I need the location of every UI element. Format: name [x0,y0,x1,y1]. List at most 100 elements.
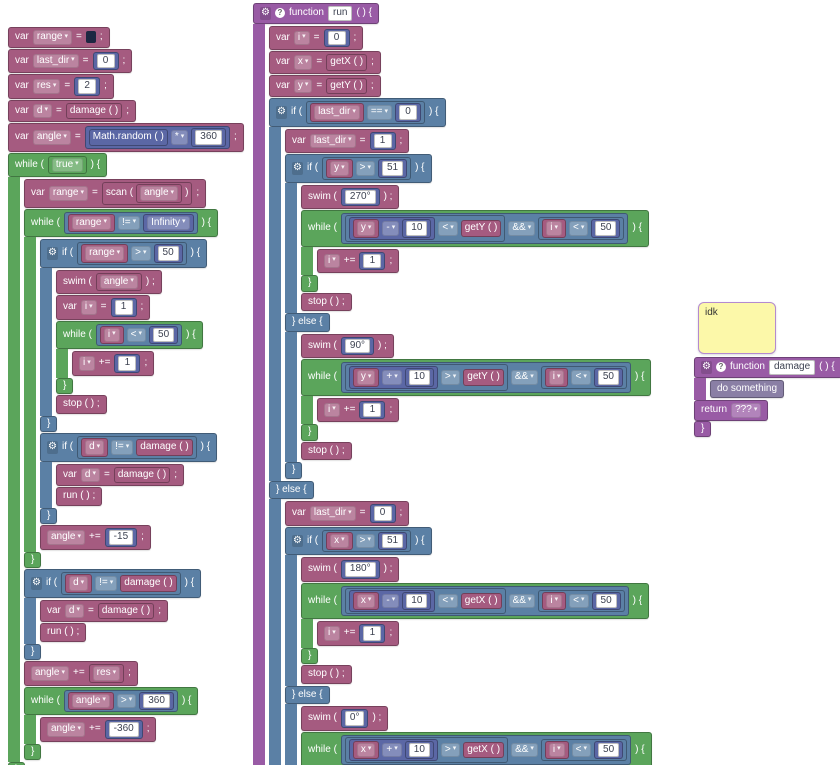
block-header[interactable]: ⚙if (d▾!=▾damage ( )) { [40,433,218,462]
number-field[interactable]: 1 [118,356,137,371]
number-field[interactable]: 10 [406,221,428,236]
block-header[interactable]: i▾+=1; [317,397,400,422]
call-block[interactable]: stop ( ) ; [301,292,352,311]
value-chip[interactable]: y▾ [326,159,353,178]
value-chip[interactable]: 0° [340,709,369,728]
value-chip[interactable]: y▾-▾10<▾getY ( ) [344,215,506,242]
gear-icon[interactable]: ⚙ [292,534,303,547]
block-header[interactable]: while (i▾<▾50) { [56,320,203,349]
value-chip[interactable]: y▾+▾10>▾getY ( )&&▾i▾<▾50 [340,362,631,393]
number-field[interactable]: 0 [399,105,418,120]
dropdown-field[interactable]: <▾ [571,370,591,385]
dropdown-field[interactable]: i▾ [324,402,340,417]
value-chip[interactable]: damage ( ) [120,575,177,592]
dropdown-field[interactable]: >▾ [440,742,461,757]
block-header[interactable]: swim (90°) ; [301,333,394,358]
value-chip[interactable]: 360 [191,128,226,147]
number-field[interactable]: 1 [363,402,382,417]
block-header[interactable]: do something [710,379,785,398]
value-chip[interactable]: last_dir▾==▾0 [306,101,426,124]
value-chip[interactable]: i▾ [544,368,569,387]
value-chip[interactable]: angle▾ [67,691,114,710]
value-chip[interactable]: x▾ [326,531,353,550]
number-field[interactable]: 1 [373,133,392,148]
dropdown-field[interactable]: i▾ [80,300,97,315]
loop-block[interactable]: while (x▾-▾10<▾getX ( )&&▾i▾<▾50) {i▾+=1… [301,582,650,664]
loop-block[interactable]: while (y▾-▾10<▾getY ( )&&▾i▾<▾50) {i▾+=1… [301,210,649,292]
value-chip[interactable]: d▾ [65,574,93,593]
value-chip[interactable]: 360 [139,691,174,710]
block-else-row[interactable]: } else { [285,313,330,332]
dropdown-field[interactable]: y▾ [356,221,376,236]
value-chip[interactable]: 1 [359,400,386,419]
value-chip[interactable]: 50 [591,591,621,610]
block-header[interactable]: run ( ) ; [56,487,103,506]
number-field[interactable]: 2 [78,79,97,94]
number-field[interactable]: 50 [595,593,617,608]
call-block[interactable]: run ( ) ; [56,487,103,506]
dropdown-field[interactable]: res▾ [32,79,61,94]
dropdown-field[interactable]: Infinity▾ [147,215,190,230]
help-icon[interactable]: ? [715,362,726,373]
block-foot[interactable]: } [301,424,319,441]
block-header[interactable]: i▾+=1; [317,248,400,273]
dropdown-field[interactable]: i▾ [324,253,340,268]
dropdown-field[interactable]: last_dir▾ [32,53,79,68]
dropdown-field[interactable]: y▾ [356,370,376,385]
number-field[interactable]: 10 [408,742,430,757]
block-header[interactable]: angle▾+=-15; [40,525,151,550]
value-chip[interactable]: i▾<▾50 [95,323,183,346]
dropdown-field[interactable]: angle▾ [47,530,85,545]
block-header[interactable]: run ( ) ; [40,623,87,642]
value-chip[interactable]: d▾!=▾damage ( ) [61,572,181,595]
block-foot[interactable]: } [24,743,42,760]
number-field[interactable]: 10 [408,370,430,385]
dropdown-field[interactable]: x▾ [356,593,376,608]
dropdown-field[interactable]: ???▾ [731,403,762,418]
dropdown-field[interactable]: &&▾ [508,221,536,236]
value-chip[interactable]: Math.random ( )*▾360 [84,126,230,149]
value-chip[interactable]: i▾<▾50 [540,738,628,761]
var-block[interactable]: i▾+=1; [317,397,400,422]
value-chip[interactable]: y▾>▾51 [322,157,412,180]
loop-block[interactable]: while (y▾+▾10>▾getY ( )&&▾i▾<▾50) {i▾+=1… [301,359,652,441]
empty-socket[interactable] [85,31,96,44]
block-header[interactable]: while (angle▾>▾360) { [24,686,199,715]
dropdown-field[interactable]: last_dir▾ [309,506,356,521]
value-chip[interactable]: 10 [404,740,434,759]
dropdown-field[interactable]: range▾ [32,30,72,45]
value-chip[interactable]: 1 [359,624,386,643]
dropdown-field[interactable]: !=▾ [118,215,141,230]
dropdown-field[interactable]: &&▾ [508,593,536,608]
value-chip[interactable]: 50 [593,368,623,387]
value-chip[interactable]: getY ( ) [460,220,502,237]
dropdown-field[interactable]: i▾ [103,327,120,342]
value-chip[interactable]: x▾-▾10 [348,589,436,612]
dropdown-field[interactable]: angle▾ [47,722,85,737]
var-block[interactable]: angle▾+=-360; [40,717,157,742]
gear-icon[interactable]: ⚙ [292,162,303,175]
value-chip[interactable]: damage ( ) [113,466,171,483]
dropdown-field[interactable]: x▾ [330,533,349,548]
value-chip[interactable]: y▾ [352,219,380,238]
block-header[interactable]: ⚙if (range▾>▾50) { [40,239,208,268]
var-block[interactable]: i▾+=1; [72,351,155,376]
value-chip[interactable]: angle▾ [136,184,183,203]
dropdown-field[interactable]: range▾ [71,215,111,230]
block-header[interactable]: angle▾+=res▾; [24,661,138,686]
number-field[interactable]: 51 [381,161,404,176]
value-chip[interactable]: getY ( ) [326,77,367,94]
block-header[interactable]: swim (180°) ; [301,557,400,582]
